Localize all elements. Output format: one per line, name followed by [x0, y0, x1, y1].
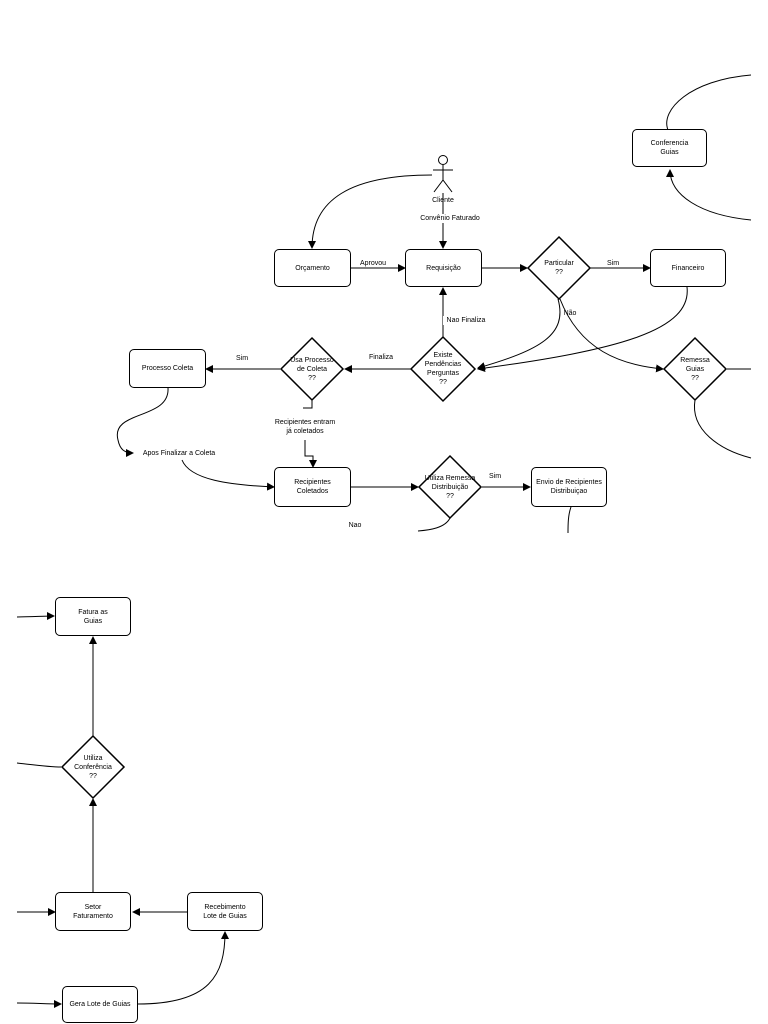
recipientes-coletados-node[interactable]: Recipientes Coletados — [274, 467, 351, 507]
edge-label-nao-particular: Não — [563, 310, 577, 317]
connector-coleta-curve — [116, 387, 169, 457]
connector-left-fatura — [16, 612, 55, 621]
connector-financeiro-pendencias — [477, 286, 688, 373]
edge-label-sim-coleta: Sim — [235, 355, 249, 362]
connector-left-conferencia — [16, 762, 62, 768]
edge-label-sim-remessa: Sim — [488, 473, 502, 480]
particular-decision-label[interactable]: Particular ?? — [544, 260, 574, 276]
edge-label-recipientes-entram: Recipientes entram já coletados — [265, 418, 345, 436]
edge-label-nao-remessa: Nao — [348, 522, 362, 529]
orcamento-node[interactable]: Orçamento — [274, 249, 351, 287]
connector-to-conferencia — [666, 169, 752, 221]
cliente-actor-icon — [433, 155, 453, 193]
connector-left-gera — [16, 999, 62, 1008]
requisicao-node[interactable]: Requisição — [405, 249, 482, 287]
remessa-guias-decision-label[interactable]: Remessa Guias ?? — [680, 356, 710, 382]
existe-pendencias-decision-shape — [409, 335, 477, 403]
edge-label-aprovou: Aprovou — [359, 260, 387, 267]
connector-recipientes-label-down — [304, 440, 317, 468]
envio-recipientes-node[interactable]: Envio de Recipientes Distribuiçao — [531, 467, 607, 507]
cliente-actor-label: Cliente — [432, 197, 454, 204]
usa-processo-decision-shape — [279, 336, 345, 402]
utiliza-conferencia-decision-label[interactable]: Utiliza Conferência ?? — [74, 754, 112, 780]
connector-apos-recipientes — [181, 459, 275, 491]
recebimento-lote-node[interactable]: Recebimento Lote de Guias — [187, 892, 263, 931]
particular-decision-shape — [526, 235, 592, 301]
edge-label-sim-financeiro: Sim — [606, 260, 620, 267]
connector-remessa-down — [694, 399, 752, 459]
edge-label-apos-finalizar: Apos Finalizar a Coleta — [134, 449, 224, 458]
financeiro-node[interactable]: Financeiro — [650, 249, 726, 287]
connector-envio-down — [567, 506, 572, 534]
usa-processo-decision-label[interactable]: Usa Processo de Coleta ?? — [290, 356, 334, 382]
utiliza-conferencia-decision-shape — [60, 734, 126, 800]
connector-cliente-orcamento — [308, 174, 433, 249]
edge-label-nao-finaliza: Nao Finaliza — [443, 316, 489, 325]
utiliza-remessa-decision-label[interactable]: Utiliza Remessa Distribuição ?? — [424, 474, 476, 500]
remessa-guias-decision-shape — [662, 336, 728, 402]
connector-particular-pendencias — [477, 298, 561, 370]
conferencia-guias-node[interactable]: Conferencia Guias — [632, 129, 707, 167]
setor-faturamento-node[interactable]: Setor Faturamento — [55, 892, 131, 931]
connector-top-right-arc — [666, 74, 752, 131]
existe-pendencias-decision-label[interactable]: Existe Pendências Perguntas ?? — [424, 352, 462, 386]
edge-label-convenio-faturado: Convênio Faturado — [410, 214, 490, 223]
utiliza-remessa-decision-shape — [417, 454, 483, 520]
connector-gera-recebimento — [137, 931, 229, 1005]
connector-usaprocesso-recipientes — [303, 400, 313, 409]
connector-particular-remessa — [559, 298, 664, 373]
connector-remessa-nao — [417, 517, 451, 532]
processo-coleta-node[interactable]: Processo Coleta — [129, 349, 206, 388]
edge-label-finaliza: Finaliza — [368, 354, 394, 361]
fatura-guias-node[interactable]: Fatura as Guias — [55, 597, 131, 636]
gera-lote-node[interactable]: Gera Lote de Guias — [62, 986, 138, 1023]
